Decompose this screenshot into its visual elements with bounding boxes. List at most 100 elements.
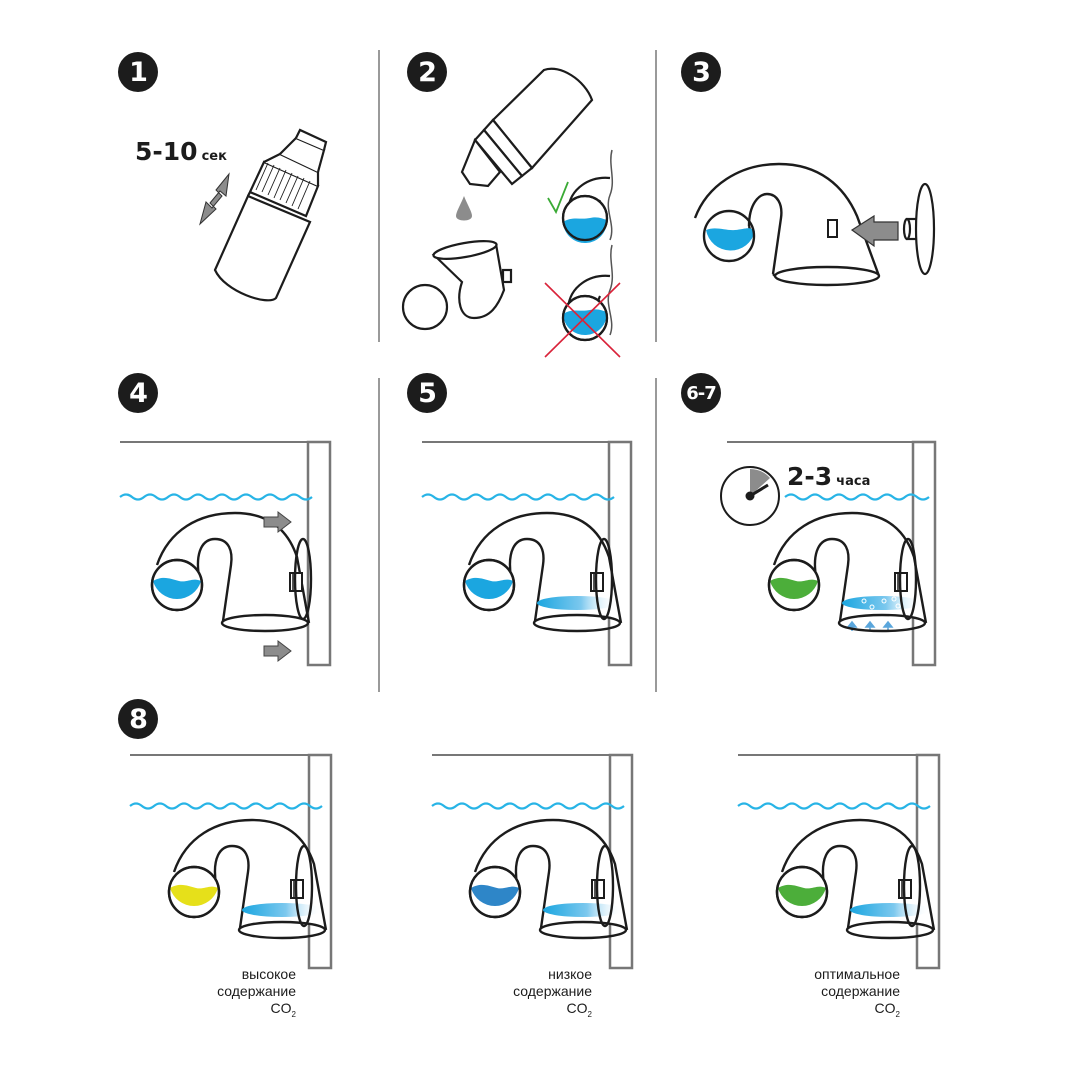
rising-arrow-icon	[882, 620, 894, 631]
checker-opening	[837, 613, 927, 633]
indicator-bulb	[767, 558, 821, 612]
caption-line: низкое	[548, 966, 592, 982]
suction-cup-icon	[595, 844, 615, 928]
indicator-fluid	[465, 577, 513, 599]
indicator-bulb	[150, 558, 204, 612]
co2-subscript: 2	[291, 1009, 296, 1019]
indicator-fluid	[153, 577, 201, 599]
timer-icon	[720, 466, 780, 526]
bubble-icon	[861, 598, 867, 604]
water-surface-line	[431, 802, 625, 810]
caption-line: содержание	[821, 983, 900, 999]
step-badge-2: 2	[407, 52, 447, 92]
step3-suction-cup-icon	[902, 182, 936, 276]
water-surface-line	[737, 802, 931, 810]
step1-bottle-icon	[213, 128, 328, 302]
divider-col1-row2	[378, 378, 380, 692]
step-number: 2	[418, 56, 437, 88]
shake-duration-unit: сек	[201, 149, 227, 164]
indicator-bulb	[775, 865, 829, 919]
co2-gas-pocket	[242, 903, 322, 917]
checker-opening	[845, 920, 935, 940]
water-surface-line	[421, 493, 615, 501]
step3-checker-icon	[693, 162, 881, 287]
divider-col2-row1	[655, 50, 657, 342]
suction-cup-icon	[293, 537, 313, 621]
indicator-fluid	[778, 884, 826, 907]
caption-line: содержание	[217, 983, 296, 999]
aquarium-glass-wall	[911, 440, 937, 667]
result-optimal-scene	[737, 753, 941, 970]
suction-cup-icon	[594, 537, 614, 621]
wait-duration-value: 2-3	[787, 462, 833, 491]
result-caption-high: высокое содержание CO2	[136, 966, 296, 1023]
caption-line: высокое	[241, 966, 296, 982]
co2-gas-pocket	[537, 596, 617, 610]
co2-gas-pocket	[842, 596, 922, 610]
result-low-scene	[431, 753, 634, 970]
bubble-icon	[869, 604, 875, 610]
divider-col2-row2	[655, 378, 657, 692]
co2-subscript: 2	[587, 1009, 592, 1019]
step5-scene	[421, 440, 633, 667]
water-flow-arrow-icon	[263, 510, 292, 534]
co2-text: CO	[874, 1000, 896, 1016]
indicator-fluid	[471, 884, 519, 907]
co2-gas-pocket	[850, 903, 930, 917]
caption-co2: CO2	[432, 1000, 592, 1023]
step-badge-4: 4	[118, 373, 158, 413]
step-badge-1: 1	[118, 52, 158, 92]
step2-bottle-icon	[460, 67, 594, 188]
suction-cup-icon	[898, 537, 918, 621]
result-high-scene	[129, 753, 333, 970]
step-number: 5	[418, 377, 437, 409]
indicator-fluid	[770, 577, 818, 599]
step3-push-arrow-icon	[850, 214, 899, 248]
aquarium-glass-wall	[306, 440, 332, 667]
step4-scene	[119, 440, 332, 667]
caption-line: содержание	[513, 983, 592, 999]
co2-text: CO	[566, 1000, 588, 1016]
drop-checker-icon	[155, 511, 311, 624]
caption-line: оптимальное	[814, 966, 900, 982]
caption-co2: CO2	[136, 1000, 296, 1023]
step-badge-8: 8	[118, 699, 158, 739]
indicator-bulb	[468, 865, 522, 919]
bubble-icon	[891, 596, 897, 602]
result-caption-low: низкое содержание CO2	[432, 966, 592, 1023]
bubble-icon	[895, 603, 901, 609]
step-number: 1	[129, 56, 148, 88]
checker-opening	[538, 920, 628, 940]
suction-cup-icon	[294, 844, 314, 928]
aquarium-glass-wall	[607, 440, 633, 667]
water-surface-line	[119, 493, 313, 501]
co2-text: CO	[270, 1000, 292, 1016]
checker-opening	[237, 920, 327, 940]
bubble-icon	[881, 598, 887, 604]
step2-drop-icon	[456, 196, 472, 221]
water-flow-arrow-icon	[263, 639, 292, 663]
co2-subscript: 2	[895, 1009, 900, 1019]
result-caption-optimal: оптимальное содержание CO2	[740, 966, 900, 1023]
shake-duration-value: 5-10	[135, 137, 198, 166]
step-badge-6-7: 6-7	[681, 373, 721, 413]
drop-checker-icon	[172, 818, 328, 931]
step2-correct-level-checker	[561, 149, 614, 244]
step-number: 3	[692, 56, 711, 88]
drop-checker-icon	[772, 511, 928, 624]
water-surface-line	[784, 493, 930, 501]
step2-cross-icon	[544, 282, 621, 358]
step-number: 6-7	[686, 382, 717, 404]
step-badge-3: 3	[681, 52, 721, 92]
indicator-fluid	[170, 884, 218, 907]
water-surface-line	[129, 802, 323, 810]
checker-opening	[220, 613, 310, 633]
rising-arrow-icon	[864, 620, 876, 631]
step6-7-scene	[727, 440, 937, 667]
step-number: 4	[129, 377, 148, 409]
step1-shake-arrow-icon	[199, 172, 230, 226]
co2-gas-pocket	[543, 903, 623, 917]
